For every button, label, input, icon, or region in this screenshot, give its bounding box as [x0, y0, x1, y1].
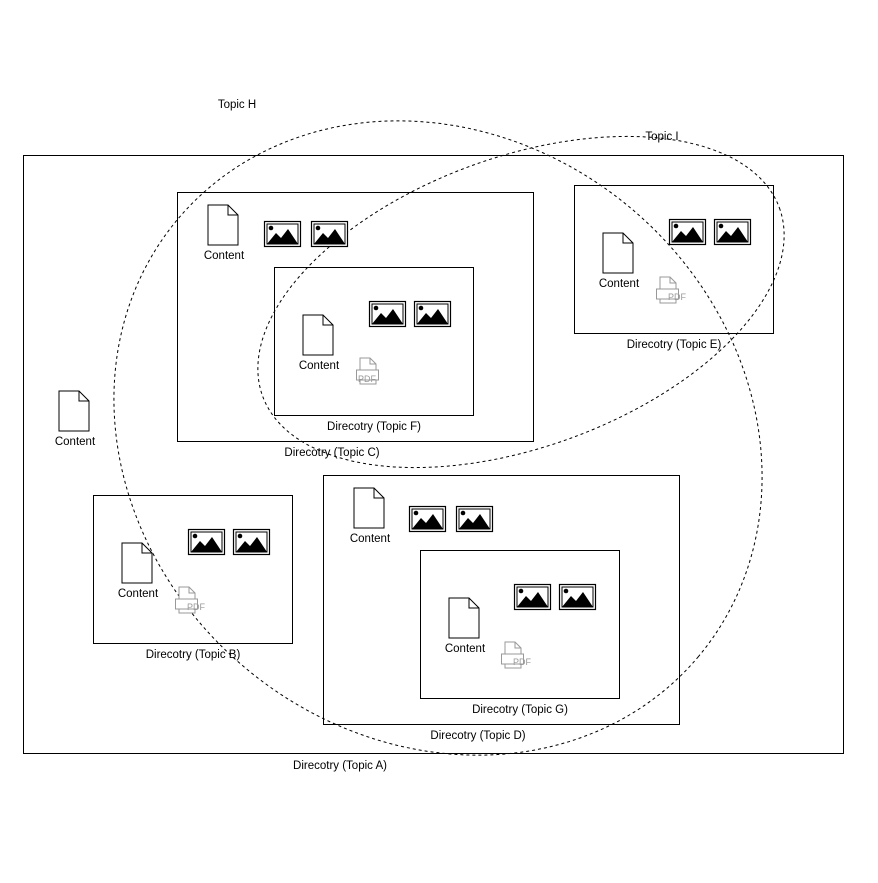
- directory-label-topic-f: Direcotry (Topic F): [327, 421, 421, 433]
- document-icon: [602, 232, 634, 274]
- image-icon: [232, 528, 271, 556]
- document-icon: [58, 390, 90, 432]
- content-label: Content: [55, 436, 96, 448]
- directory-label-topic-c: Direcotry (Topic C): [284, 447, 379, 459]
- image-icon: [187, 528, 226, 556]
- pdf-label: PDF: [668, 292, 687, 302]
- directory-box-topic-a: [23, 155, 844, 754]
- image-icon: [263, 220, 302, 248]
- directory-label-topic-b: Direcotry (Topic B): [146, 649, 241, 661]
- pdf-label: PDF: [187, 602, 206, 612]
- pdf-icon: PDF: [175, 586, 206, 614]
- directory-label-topic-d: Direcotry (Topic D): [430, 730, 525, 742]
- topic-i-label: Topic I: [645, 131, 678, 143]
- pdf-label: PDF: [358, 374, 377, 384]
- directory-label-topic-a: Direcotry (Topic A): [293, 760, 387, 772]
- image-icon: [558, 583, 597, 611]
- directory-box-topic-d: [323, 475, 680, 725]
- image-icon: [513, 583, 552, 611]
- image-icon: [413, 300, 452, 328]
- content-label: Content: [118, 588, 159, 600]
- directory-label-topic-e: Direcotry (Topic E): [627, 339, 722, 351]
- topic-i-ellipse: [257, 135, 785, 469]
- document-icon: [448, 597, 480, 639]
- directory-box-topic-f: [274, 267, 474, 416]
- topic-h-label: Topic H: [218, 99, 256, 111]
- document-icon: [353, 487, 385, 529]
- content-label: Content: [299, 360, 340, 372]
- directory-box-topic-c: [177, 192, 534, 442]
- content-label: Content: [350, 533, 391, 545]
- document-icon: [302, 314, 334, 356]
- image-icon: [668, 218, 707, 246]
- image-icon: [455, 505, 494, 533]
- directory-box-topic-g: [420, 550, 620, 699]
- content-label: Content: [204, 250, 245, 262]
- document-icon: [121, 542, 153, 584]
- image-icon: [368, 300, 407, 328]
- pdf-icon: PDF: [656, 276, 687, 304]
- image-icon: [408, 505, 447, 533]
- pdf-icon: PDF: [501, 641, 532, 669]
- pdf-icon: PDF: [356, 357, 379, 385]
- directory-box-topic-b: [93, 495, 293, 644]
- pdf-label: PDF: [513, 657, 532, 667]
- directory-label-topic-g: Direcotry (Topic G): [472, 704, 568, 716]
- document-icon: [207, 204, 239, 246]
- image-icon: [713, 218, 752, 246]
- directory-box-topic-e: [574, 185, 774, 334]
- content-label: Content: [445, 643, 486, 655]
- image-icon: [310, 220, 349, 248]
- content-label: Content: [599, 278, 640, 290]
